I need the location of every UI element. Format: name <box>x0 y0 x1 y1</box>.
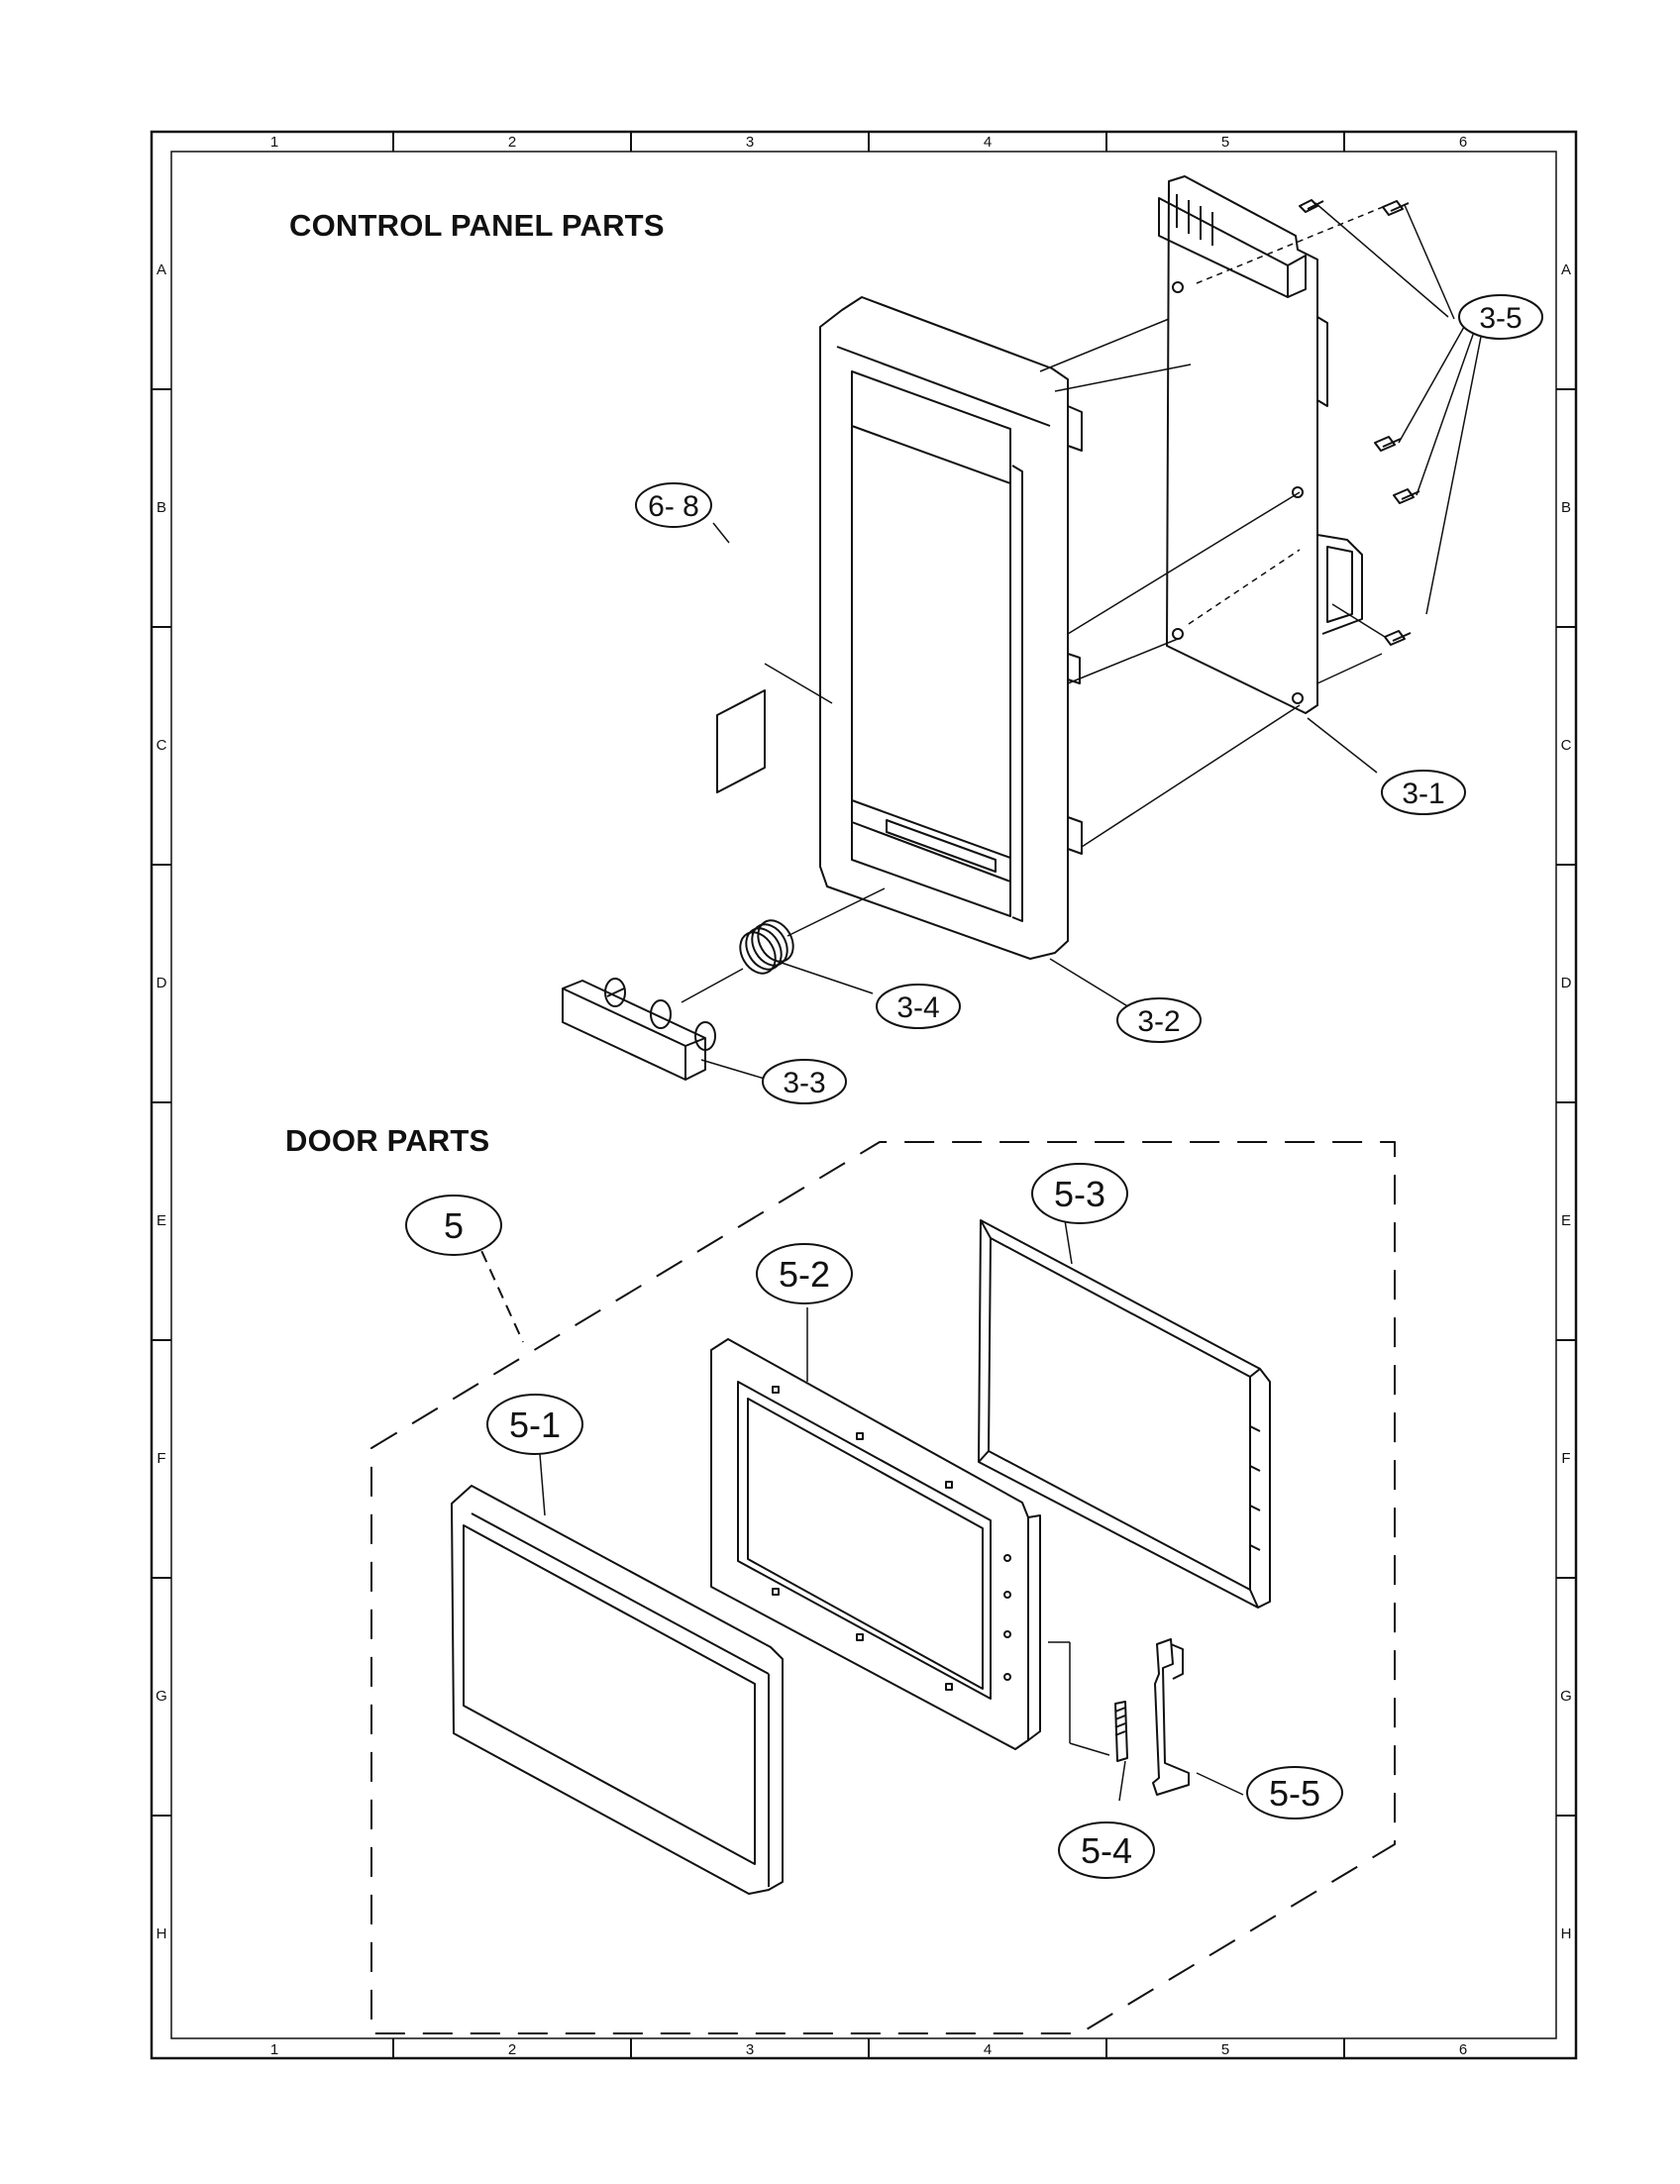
grid-row-label-left: A <box>157 261 166 278</box>
callout-3-2 <box>1116 997 1202 1043</box>
bottom-column-ticks <box>392 2038 1345 2058</box>
callout-leader-lines <box>700 202 1482 1081</box>
door-latch-part <box>1152 1638 1244 1796</box>
grid-col-label-bottom: 2 <box>508 2041 516 2058</box>
grid-col-label-top: 2 <box>508 134 516 151</box>
grid-col-label-top: 1 <box>270 134 278 151</box>
grid-row-label-left: D <box>157 975 167 991</box>
grid-row-label-right: E <box>1561 1212 1571 1229</box>
door-outer-panel-part <box>451 1485 784 1895</box>
door-parts-title: DOOR PARTS <box>285 1123 490 1158</box>
grid-col-label-top: 5 <box>1221 134 1229 151</box>
grid-row-label-right: A <box>1561 261 1571 278</box>
door-callout-leaders <box>539 1219 1126 1802</box>
callout-label: 3-4 <box>896 991 939 1024</box>
right-row-ticks <box>1556 388 1576 1817</box>
grid-col-label-bottom: 4 <box>984 2041 992 2058</box>
push-button-part <box>562 968 744 1081</box>
callout-5-3 <box>1031 1163 1128 1224</box>
label-sheet-part <box>716 689 766 793</box>
assembly-lines <box>1039 206 1386 848</box>
grid-row-label-right: F <box>1561 1450 1570 1467</box>
callout-label: 3-3 <box>783 1067 825 1099</box>
outer-frame <box>150 130 1578 2060</box>
grid-col-label-bottom: 3 <box>746 2041 754 2058</box>
door-assembly-boundary <box>370 1141 1396 2034</box>
grid-row-label-left: F <box>157 1450 165 1467</box>
grid-row-label-right: H <box>1561 1925 1572 1942</box>
callout-5-2 <box>756 1243 853 1304</box>
door-assembly-leader <box>472 1232 524 1343</box>
grid-row-label-right: B <box>1561 499 1571 516</box>
callout-5-5 <box>1246 1766 1343 1820</box>
callout-label: 3-2 <box>1137 1005 1180 1038</box>
grid-col-label-bottom: 6 <box>1459 2041 1467 2058</box>
latch-spring-part <box>1048 1641 1128 1762</box>
callout-label: 5-3 <box>1054 1174 1105 1214</box>
callout-6-8 <box>635 482 712 528</box>
callout-3-4 <box>876 984 961 1029</box>
screw-part <box>1299 199 1420 646</box>
grid-row-label-right: G <box>1560 1688 1572 1705</box>
callout-label: 5-4 <box>1081 1830 1132 1871</box>
grid-row-label-left: C <box>157 737 167 754</box>
grid-row-label-left: B <box>157 499 166 516</box>
callout-label: 5-1 <box>509 1404 561 1445</box>
grid-row-label-left: E <box>157 1212 166 1229</box>
grid-col-label-top: 6 <box>1459 134 1467 151</box>
grid-col-label-top: 3 <box>746 134 754 151</box>
callout-3-3 <box>762 1059 847 1104</box>
top-column-ticks <box>392 132 1345 152</box>
callout-3-5 <box>1458 294 1543 340</box>
callout-5-1 <box>486 1394 583 1455</box>
grid-col-label-top: 4 <box>984 134 992 151</box>
callout-label: 5 <box>444 1205 464 1246</box>
callout-5 <box>405 1195 502 1256</box>
label-leader-line <box>764 663 833 704</box>
spring-part <box>739 887 886 975</box>
choke-frame-part <box>978 1219 1271 1609</box>
callout-label: 6- 8 <box>648 490 699 523</box>
grid-row-label-left: G <box>156 1688 167 1705</box>
door-frame-part <box>710 1338 1041 1750</box>
callout-label: 5-2 <box>779 1254 830 1295</box>
grid-row-label-right: D <box>1561 975 1572 991</box>
callout-label: 5-5 <box>1269 1773 1320 1814</box>
circuit-board-part <box>1158 175 1363 714</box>
grid-row-label-left: H <box>157 1925 167 1942</box>
callout-3-1 <box>1381 770 1466 815</box>
grid-col-label-bottom: 1 <box>270 2041 278 2058</box>
callout-label: 3-5 <box>1479 302 1522 335</box>
callout-5-4 <box>1058 1821 1155 1879</box>
callout-label: 3-1 <box>1402 778 1444 810</box>
inner-frame <box>170 151 1557 2039</box>
left-row-ticks <box>152 388 171 1817</box>
grid-col-label-bottom: 5 <box>1221 2041 1229 2058</box>
control-panel-frame-part <box>819 296 1083 960</box>
control-panel-parts-title: CONTROL PANEL PARTS <box>289 208 665 243</box>
grid-row-label-right: C <box>1561 737 1572 754</box>
